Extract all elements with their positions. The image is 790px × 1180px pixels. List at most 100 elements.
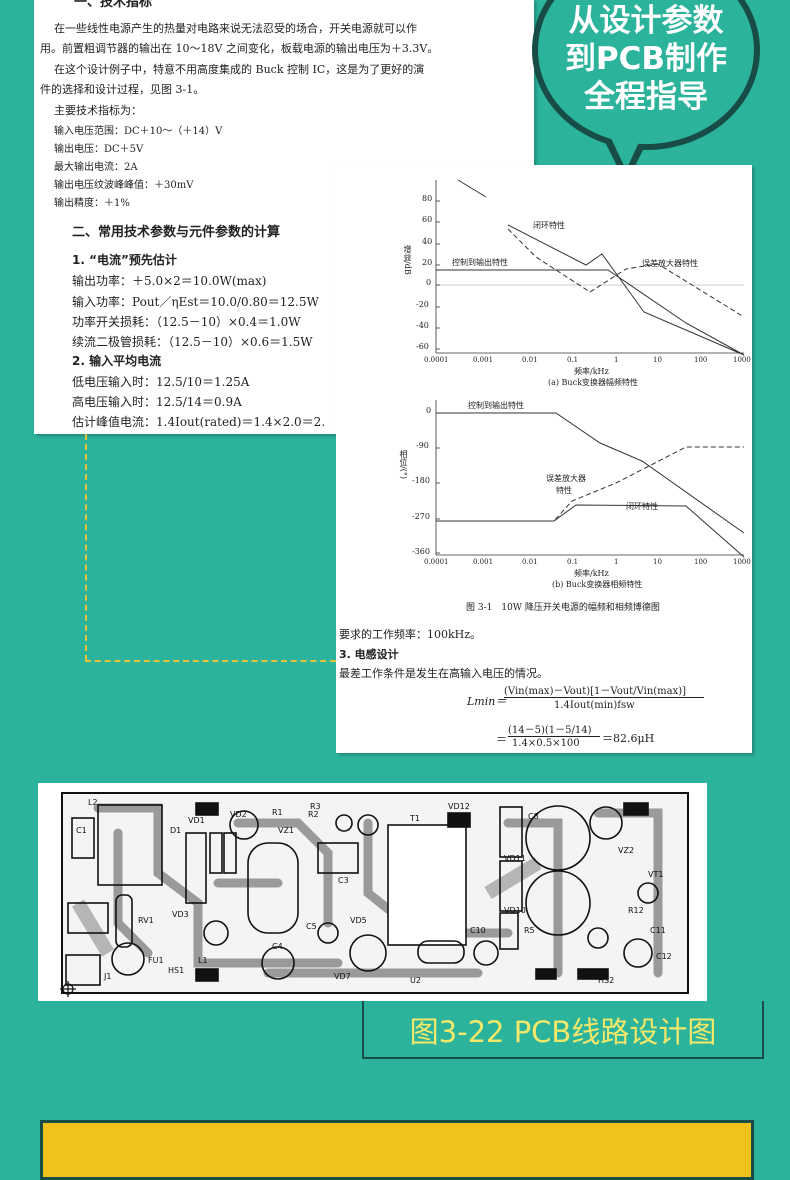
section-title: 二、常用技术参数与元件参数的计算: [72, 225, 281, 240]
spec-title: 主要技术指标为：: [54, 104, 142, 117]
speech-bubble: 从设计参数 到PCB制作 全程指导: [532, 0, 760, 150]
ytick: -40: [416, 321, 429, 330]
bottom-banner: [40, 1120, 754, 1180]
pcb-label: R3: [310, 802, 321, 811]
fraction-bar: [504, 697, 704, 698]
bubble-line-2: 到PCB制作: [564, 41, 728, 77]
ytick: 60: [422, 215, 433, 224]
pcb-label: L2: [88, 798, 98, 807]
pcb-label: R5: [524, 926, 535, 935]
pcb-label: T1: [409, 814, 420, 823]
pcb-label: VD10: [504, 906, 526, 915]
figure-page: 80 60 40 20 0 -20 -40 -60 增益/dB 0.0001 0…: [336, 165, 752, 753]
phase-plot: [435, 400, 745, 558]
calc-line: 输出功率：＋5.0×2＝10.0W(max): [72, 274, 267, 288]
x-axis-label: 频率/kHz: [574, 569, 609, 578]
pcb-label: VD12: [448, 802, 470, 811]
xtick: 1: [614, 558, 619, 566]
xtick: 100: [694, 558, 708, 566]
pcb-label: VT1: [648, 870, 663, 879]
formula2-result: ＝82.6μH: [602, 732, 655, 745]
worst-case-line: 最差工作条件是发生在高输入电压的情况。: [339, 667, 548, 680]
pcb-label: HS2: [598, 976, 614, 985]
pcb-label: R2: [308, 810, 319, 819]
bode-plot-svg: [435, 179, 745, 558]
figure-title: 图 3-1 10W 降压开关电源的幅频和相频博德图: [466, 603, 660, 613]
pcb-drawing: L2 C1 RV1 FU1 J1 L1 HS1 VD1 VD3 D1 C4 C5…: [60, 792, 689, 997]
pcb-label: VZ1: [278, 826, 294, 835]
ytick: -60: [416, 342, 429, 351]
spec-item: 输入电压范围：DC＋10～（＋14）V: [54, 126, 223, 137]
xtick: 0.01: [522, 558, 538, 566]
pcb-label: R12: [628, 906, 644, 915]
xtick: 10: [653, 356, 662, 364]
bubble-tail-inner: [610, 136, 642, 170]
spec-item: 输出精度：＋1%: [54, 198, 130, 209]
xtick: 10: [653, 558, 662, 566]
avg-line: 高电压输入时：12.5/14＝0.9A: [72, 395, 242, 409]
para-line: 用。前置粗调节器的输出在 10～18V 之间变化，板载电源的输出电压为＋3.3V…: [40, 42, 439, 55]
avg-line: 低电压输入时：12.5/10＝1.25A: [72, 375, 250, 389]
pcb-label: J1: [103, 972, 111, 981]
magnitude-caption: (a) Buck变换器幅频特性: [548, 378, 638, 387]
pcb-label: C12: [656, 952, 672, 961]
spec-item: 输出电压：DC＋5V: [54, 144, 144, 155]
pcb-layout-image: L2 C1 RV1 FU1 J1 L1 HS1 VD1 VD3 D1 C4 C5…: [38, 783, 707, 1001]
label-control-output: 控制到输出特性: [452, 258, 508, 267]
pcb-label: C11: [650, 926, 666, 935]
formula-denominator: 1.4Iout(min)fsw: [554, 700, 635, 711]
calc-line: 续流二极管损耗：（12.5－10）×0.6＝1.5W: [72, 335, 313, 349]
pcb-label: VD3: [172, 910, 189, 919]
label-closed-loop: 闭环特性: [626, 502, 658, 511]
pcb-label: VD2: [230, 810, 247, 819]
y-axis-label: 相位/(°): [399, 450, 408, 479]
registration-mark: [60, 981, 76, 997]
pcb-caption: 图3-22 PCB线路设计图: [409, 1015, 717, 1049]
pcb-label: C1: [76, 826, 87, 835]
ytick: 0: [426, 406, 432, 415]
para-line: 在这个设计例子中，特意不用高度集成的 Buck 控制 IC，这是为了更好的演: [54, 63, 425, 76]
ytick: 0: [426, 278, 432, 287]
phase-caption: (b) Buck变换器相频特性: [552, 580, 643, 589]
label-error-amp: 误差放大器: [546, 474, 586, 483]
xtick: 1000: [733, 356, 751, 364]
pcb-label: VZ2: [618, 846, 634, 855]
xtick: 0.0001: [424, 356, 449, 364]
spec-item: 最大输出电流：2A: [54, 162, 138, 173]
subsection-title: 1. “电流”预先估计: [72, 253, 177, 267]
ytick: -270: [412, 512, 430, 521]
xtick: 1: [614, 356, 619, 364]
subsection-title: 3. 电感设计: [339, 648, 399, 661]
fraction-bar: [508, 736, 600, 737]
para-line: 在一些线性电源产生的热量对电路来说无法忍受的场合，开关电源就可以作: [54, 22, 417, 35]
xtick: 0.001: [473, 356, 494, 364]
xtick: 0.1: [567, 558, 579, 566]
pcb-label: FU1: [148, 956, 164, 965]
ytick: -360: [412, 547, 430, 556]
caption-box: 图3-22 PCB线路设计图: [362, 1001, 764, 1059]
formula-eq: ＝: [496, 733, 507, 746]
pcb-label: R1: [272, 808, 283, 817]
pcb-label: VD1: [188, 816, 205, 825]
y-axis-label: 增益/dB: [403, 245, 412, 275]
freq-line: 要求的工作频率：100kHz。: [339, 628, 482, 641]
bubble-line-3: 全程指导: [584, 79, 708, 115]
pcb-label: VD11: [504, 854, 526, 863]
calc-line: 输入功率：Pout／ηEst＝10.0/0.80＝12.5W: [72, 295, 319, 309]
formula-lhs: Lmin＝: [467, 695, 507, 708]
pcb-label: HS1: [168, 966, 184, 975]
pcb-label: VD7: [334, 972, 351, 981]
dashed-connector-horizontal: [85, 660, 336, 662]
xtick: 0.1: [567, 356, 579, 364]
pcb-label: C5: [306, 922, 317, 931]
ytick: 40: [422, 237, 433, 246]
ytick: 20: [422, 258, 433, 267]
avg-line: 估计峰值电流：1.4Iout(rated)＝1.4×2.0＝2.: [72, 415, 326, 429]
xtick: 0.001: [473, 558, 494, 566]
label-closed-loop: 闭环特性: [533, 221, 565, 230]
label-error-amp: 误差放大器特性: [642, 259, 698, 268]
ytick: -20: [416, 300, 429, 309]
pcb-label: U2: [410, 976, 421, 985]
pcb-label: C4: [272, 942, 283, 951]
formula-numerator: (Vin(max)－Vout)[1－Vout/Vin(max)]: [504, 686, 687, 697]
